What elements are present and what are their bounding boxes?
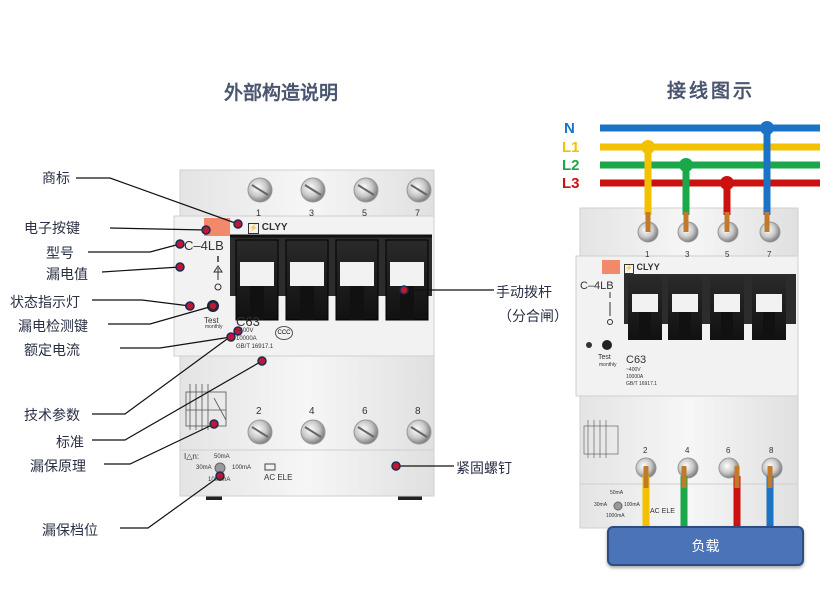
left-brand-text: ⚡ CLYY: [248, 222, 288, 234]
load-box: 负载: [607, 526, 804, 566]
wire-label-l1: L1: [562, 139, 580, 156]
load-label: 负载: [691, 539, 720, 555]
label-standard: 标准: [56, 435, 84, 451]
brand-logo-icon: ⚡: [624, 264, 634, 274]
right-test-sub: monthly: [599, 362, 617, 368]
brand-logo-icon: ⚡: [248, 223, 259, 234]
wire-label-n: N: [564, 120, 575, 137]
right-gear-30: 30mA: [594, 502, 608, 508]
right-electronic-button[interactable]: [602, 260, 620, 274]
right-top-terminal-3: 3: [685, 250, 690, 259]
label-brand: 商标: [42, 171, 70, 187]
label-rated-current: 额定电流: [24, 343, 80, 359]
left-idn: I△n:: [184, 452, 200, 461]
left-leader-lines: [76, 177, 494, 529]
right-title: 接线图示: [667, 80, 756, 102]
left-bottom-terminal-2: 2: [256, 406, 262, 417]
right-bottom-terminal-8: 8: [769, 446, 774, 455]
left-gear-30: 30mA: [196, 465, 212, 471]
right-top-terminal-1: 1: [645, 250, 650, 259]
left-breaking: 10000A: [236, 336, 257, 342]
left-gear-1000: 1000mA: [208, 477, 231, 483]
right-brand-text: ⚡ CLYY: [624, 262, 660, 274]
left-model-text: C–4LB: [184, 238, 224, 253]
right-bottom-terminal-2: 2: [643, 446, 648, 455]
label-manual-lever-sub: （分合闸）: [498, 309, 568, 325]
label-electronic-button: 电子按键: [24, 221, 80, 237]
right-bottom-terminal-6: 6: [726, 446, 731, 455]
label-tech-params: 技术参数: [24, 408, 80, 424]
right-top-terminal-7: 7: [767, 250, 772, 259]
label-leakage-principle: 漏保原理: [30, 459, 86, 475]
bus-junctions: [641, 121, 774, 190]
left-bottom-screws: [247, 419, 432, 445]
left-top-terminal-5: 5: [362, 208, 368, 218]
left-top-terminal-1: 1: [256, 208, 262, 218]
right-ac-ele: AC ELE: [650, 508, 675, 515]
left-gear-100: 100mA: [232, 465, 252, 471]
left-gear-50: 50mA: [214, 454, 230, 460]
right-test-button[interactable]: [602, 340, 612, 350]
label-status-light: 状态指示灯: [10, 295, 80, 311]
left-title: 外部构造说明: [224, 82, 339, 104]
right-gear-100: 100mA: [624, 502, 640, 508]
label-leakage-gear: 漏保档位: [42, 523, 98, 539]
right-rating: C63: [626, 354, 647, 366]
right-on-off-icon: [607, 292, 613, 325]
right-breaking: 10000A: [626, 374, 644, 380]
left-top-screws: [247, 177, 432, 203]
right-voltage: ~400V: [626, 367, 641, 373]
left-voltage: ~400V: [236, 328, 254, 334]
left-on-off-icon: [213, 256, 223, 291]
right-gear-1000: 1000mA: [606, 513, 625, 519]
left-bottom-terminal-8: 8: [415, 406, 421, 417]
right-principle-schematic: [583, 420, 619, 458]
left-ac-icon: [264, 463, 276, 471]
right-gear-50: 50mA: [610, 490, 624, 496]
label-leakage-value: 漏电值: [46, 267, 88, 283]
wire-label-l3: L3: [562, 175, 580, 192]
ccc-logo-icon: CCC: [275, 326, 293, 340]
wire-label-l2: L2: [562, 157, 580, 174]
left-principle-schematic: [185, 384, 227, 430]
left-top-terminal-7: 7: [415, 208, 421, 218]
label-manual-lever: 手动拨杆: [496, 285, 552, 301]
right-model-text: C–4LB: [580, 280, 614, 292]
right-bottom-terminal-4: 4: [685, 446, 690, 455]
left-markers: [175, 219, 409, 481]
left-test-label: Test: [204, 316, 219, 325]
left-test-sub: monthly: [205, 324, 223, 330]
left-bottom-terminal-6: 6: [362, 406, 368, 417]
left-top-terminal-3: 3: [309, 208, 315, 218]
bus-bars: [600, 124, 820, 187]
right-standard: GB/T 16917.1: [626, 381, 658, 387]
left-standard: GB/T 16917.1: [236, 344, 274, 350]
right-status-light: [586, 342, 592, 348]
left-bottom-terminal-4: 4: [309, 406, 315, 417]
right-levers[interactable]: [628, 276, 786, 340]
right-top-terminal-5: 5: [725, 250, 730, 259]
label-leakage-test: 漏电检测键: [18, 319, 88, 335]
output-wires: [642, 466, 774, 530]
label-model: 型号: [46, 246, 74, 262]
right-test-label: Test: [598, 354, 611, 361]
label-fastening-screw: 紧固螺钉: [456, 461, 512, 477]
right-gear-selector[interactable]: [613, 501, 623, 511]
left-ac-ele: AC ELE: [264, 473, 293, 482]
left-rating: C63: [236, 314, 260, 329]
